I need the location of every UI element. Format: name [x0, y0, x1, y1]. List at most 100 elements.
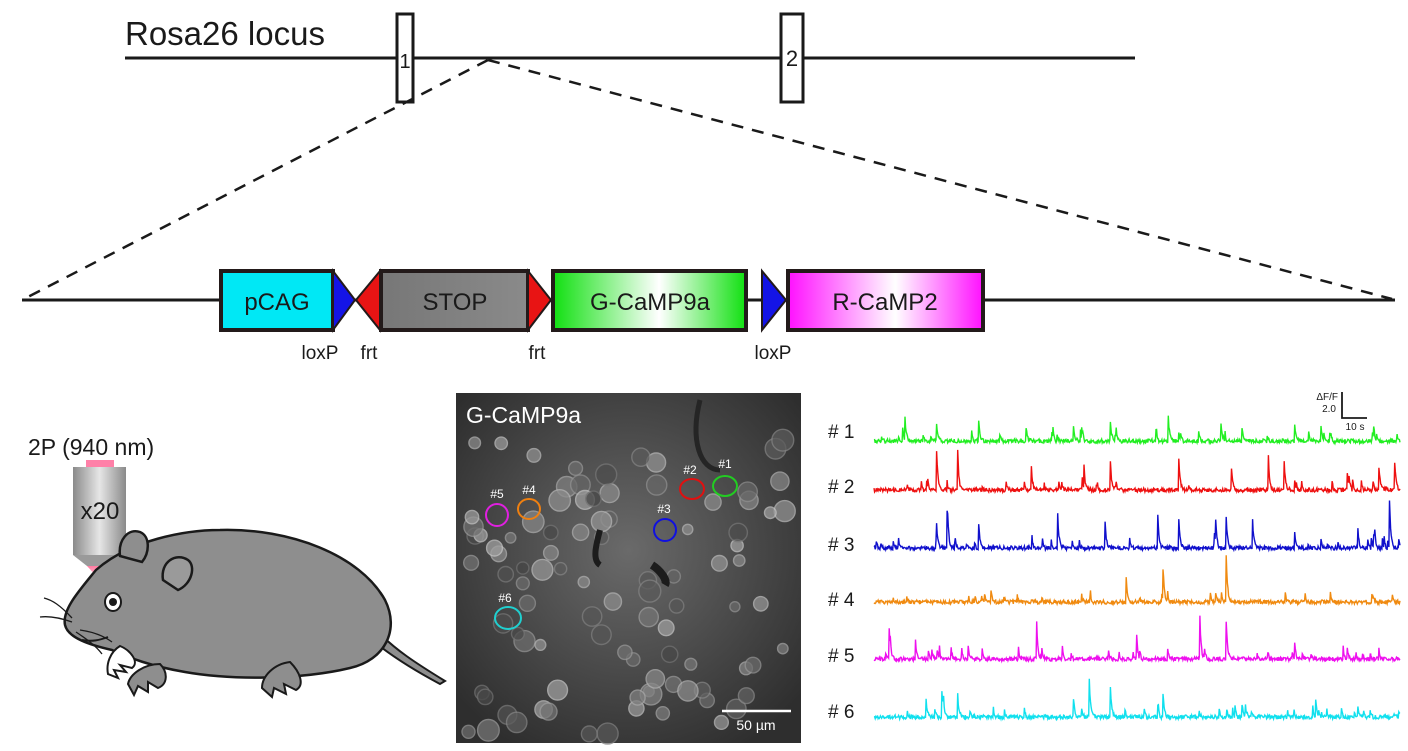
cell-bodies: [461, 428, 796, 745]
roi-outline: [485, 503, 509, 527]
cell-body: [542, 544, 559, 561]
mouse-hind-paw: [260, 660, 302, 699]
roi-label: #2: [683, 463, 697, 477]
mouse-body: [63, 528, 393, 679]
cell-body: [668, 598, 685, 614]
frt-label-2: frt: [529, 343, 547, 364]
calcium-trace-5: [873, 615, 1401, 664]
cell-body: [461, 724, 476, 739]
exon-2-box: [779, 12, 805, 104]
roi-1: #1: [712, 457, 738, 497]
cell-body: [567, 460, 584, 477]
cell-body: [468, 436, 482, 450]
roi-2: #2: [679, 463, 705, 500]
rcamp2-label: R-CaMP2: [832, 289, 937, 316]
roi-outline: [679, 478, 705, 500]
cell-body: [581, 606, 603, 627]
frt-site-1: [354, 268, 381, 333]
cell-body: [516, 561, 530, 575]
cell-body: [510, 626, 526, 641]
image-panel: G-CaMP9a #1 #2 #3 #4 #5 #6 50 µm: [456, 393, 801, 745]
mouse-ear-back: [118, 529, 149, 564]
cell-body: [485, 539, 504, 557]
cell-body: [590, 510, 613, 533]
cell-body: [476, 688, 494, 706]
cell-body: [704, 493, 722, 511]
cell-body: [571, 523, 590, 542]
cell-body: [521, 510, 545, 534]
cell-body: [763, 506, 777, 520]
cell-body: [542, 524, 559, 541]
mouse-front-paw: [106, 644, 136, 680]
insertion-dash-right: [487, 58, 1393, 301]
roi-3: #3: [653, 502, 677, 542]
trace-group: [873, 415, 1401, 722]
roi-label: #5: [490, 487, 504, 501]
gcamp9a-label: G-CaMP9a: [590, 289, 711, 316]
traces-panel: # 1 # 2 # 3 # 4 # 5 # 6 ΔF/F 2.0 10 s: [828, 392, 1401, 723]
cell-body: [660, 645, 679, 664]
cell-body: [553, 561, 568, 576]
stop-block: [379, 269, 530, 332]
cell-body: [526, 447, 542, 463]
cell-body: [657, 619, 675, 637]
roi-4: #4: [517, 483, 541, 520]
cell-body: [776, 642, 789, 655]
trace-label-4: # 4: [828, 590, 855, 611]
image-title: G-CaMP9a: [466, 402, 581, 428]
trace-label-6: # 6: [828, 702, 854, 723]
cell-body: [599, 482, 620, 504]
laser-label: 2P (940 nm): [28, 434, 154, 460]
cell-body: [476, 718, 500, 742]
calcium-trace-6: [873, 678, 1401, 722]
cell-body: [595, 463, 618, 486]
cell-body: [710, 554, 728, 572]
cell-body: [737, 481, 758, 503]
dark-vessel: [649, 561, 670, 588]
roi-outline: [653, 518, 677, 542]
cell-body: [770, 471, 790, 492]
cell-body: [752, 595, 769, 612]
trace-scale-bar: [1341, 392, 1367, 419]
cell-body: [580, 725, 598, 743]
scale-y-label-2: 2.0: [1322, 404, 1336, 415]
cell-body: [531, 558, 554, 581]
cell-body: [494, 436, 509, 451]
calcium-trace-4: [873, 555, 1401, 607]
imaging-field: [456, 393, 801, 743]
cell-body: [771, 428, 795, 452]
mouse-ear-front: [161, 555, 194, 592]
cell-body: [677, 680, 699, 702]
loxp-label-1: loxP: [302, 343, 339, 364]
cell-body: [515, 576, 530, 591]
cell-body: [631, 447, 651, 468]
cell-body: [463, 554, 480, 571]
scale-bar-label: 50 µm: [736, 717, 775, 733]
objective-lens-icon: [73, 467, 126, 555]
trace-label-3: # 3: [828, 535, 854, 556]
gcamp9a-block: [551, 269, 748, 332]
rcamp2-block: [786, 269, 985, 332]
mouse-mid-paw: [126, 662, 167, 698]
trace-label-2: # 2: [828, 477, 854, 498]
roi-label: #1: [718, 457, 732, 471]
cell-body: [577, 575, 591, 589]
cell-body: [590, 624, 612, 646]
pcag-block: [219, 269, 335, 332]
cell-body: [629, 689, 646, 706]
scale-y-label-1: ΔF/F: [1316, 392, 1338, 403]
cell-body: [744, 656, 762, 674]
cell-body: [464, 509, 480, 525]
mouse-whiskers: [39, 597, 113, 655]
cell-body: [737, 687, 755, 705]
cell-body: [504, 531, 517, 544]
cell-body: [497, 565, 515, 583]
loxp-site-2: [761, 268, 788, 333]
roi-6: #6: [494, 591, 522, 630]
exon-2-label: 2: [786, 46, 798, 71]
cell-body: [773, 499, 796, 523]
cell-body: [603, 592, 623, 611]
cell-body: [596, 722, 619, 745]
roi-outline: [517, 498, 541, 520]
